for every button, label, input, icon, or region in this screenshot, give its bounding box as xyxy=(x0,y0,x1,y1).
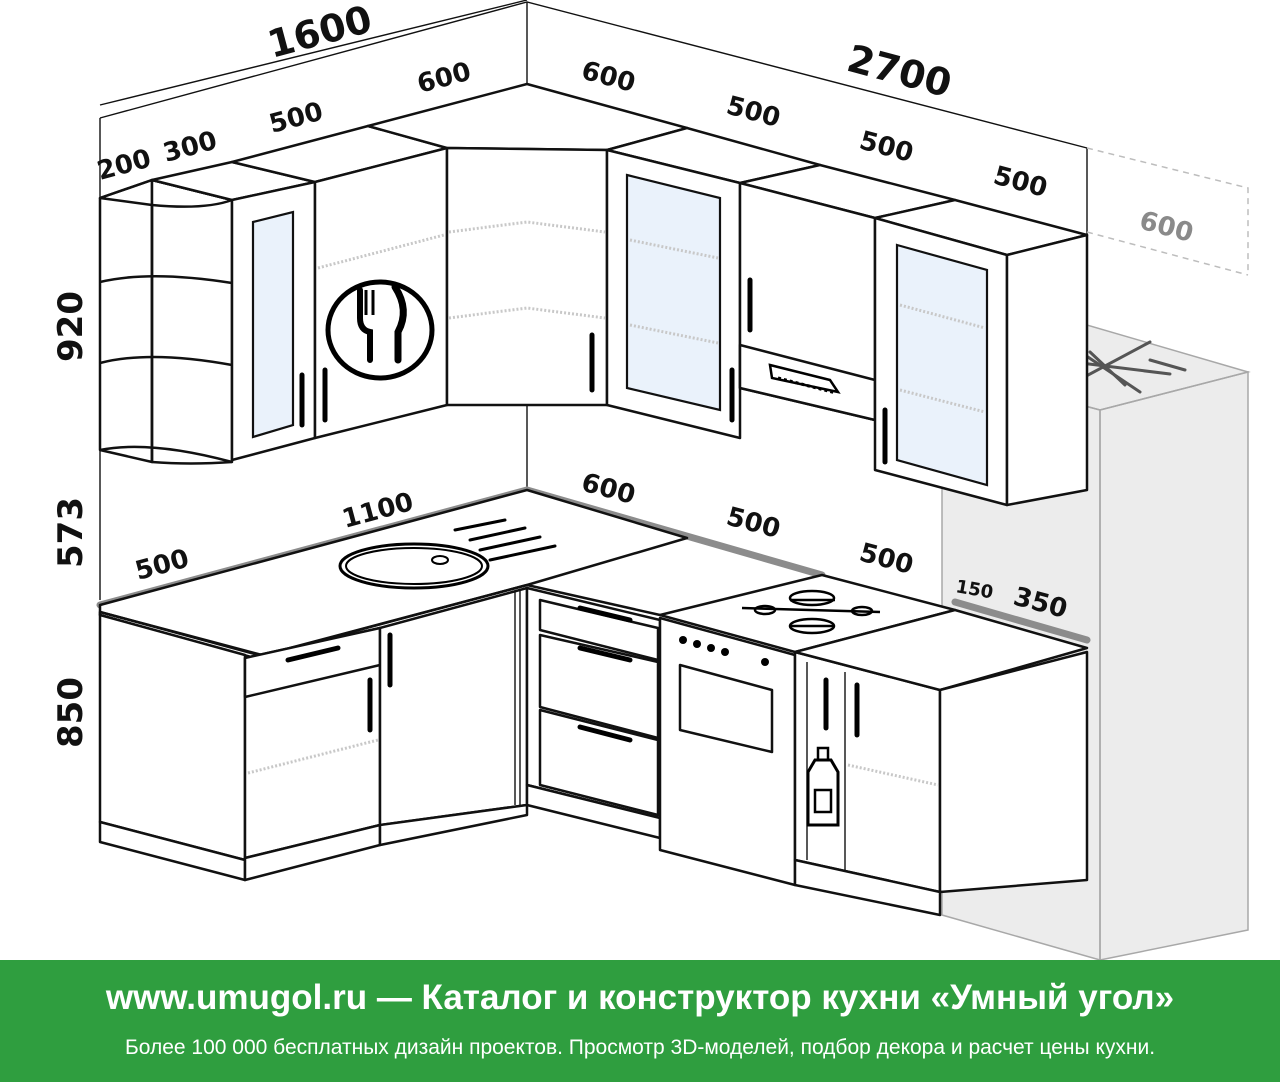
lower-drawer-unit xyxy=(525,586,662,840)
dim-height-gap: 573 xyxy=(51,497,91,568)
upper-glass-cabinet-right xyxy=(605,126,822,440)
open-shelf xyxy=(98,178,234,465)
lower-cabinets xyxy=(98,573,1089,917)
dim-height-upper: 920 xyxy=(51,291,91,362)
lower-cabinet-left xyxy=(243,626,382,882)
dim-fridge-depth: 600 xyxy=(1136,206,1196,249)
stove xyxy=(658,573,957,887)
dim-upper-total-left: 1600 xyxy=(263,0,377,67)
upper-glass-cabinet-left xyxy=(150,160,317,462)
footer-banner: www.umugol.ru — Каталог и конструктор ку… xyxy=(0,960,1280,1082)
upper-hood-cabinet xyxy=(738,163,957,422)
banner-subtitle: Более 100 000 бесплатных дизайн проектов… xyxy=(124,1036,1156,1059)
countertop xyxy=(96,486,1091,662)
dim-upper-left-cabinet: 500 xyxy=(266,97,326,140)
dim-upper-right-end: 500 xyxy=(990,161,1050,204)
upper-cabinet-plate xyxy=(230,124,449,440)
dim-upper-right-hood: 500 xyxy=(856,126,916,169)
dim-upper-right-glass: 500 xyxy=(723,91,783,134)
fork-knife-plate-icon xyxy=(325,279,435,381)
upper-glass-cabinet-end xyxy=(873,198,1089,507)
lower-corner-cabinet xyxy=(378,586,529,847)
dim-height-lower: 850 xyxy=(51,677,91,748)
upper-corner-cabinet xyxy=(366,82,689,407)
dim-upper-corner-right: 600 xyxy=(578,56,638,99)
burners xyxy=(741,589,881,635)
kitchen-diagram: 1600 2700 200 300 500 600 600 500 500 50… xyxy=(51,0,1251,960)
bottle-icon xyxy=(806,746,840,827)
dim-upper-total-right: 2700 xyxy=(843,36,957,106)
lower-bottle-cabinet xyxy=(793,608,1089,917)
banner-title[interactable]: www.umugol.ru — Каталог и конструктор ку… xyxy=(105,978,1175,1017)
dim-counter-right: 500 xyxy=(856,538,916,581)
dim-upper-left-shelf: 200 xyxy=(94,144,154,187)
dim-counter-stove: 500 xyxy=(723,502,783,545)
dim-upper-corner-left: 600 xyxy=(414,57,474,100)
dim-upper-left-glass: 300 xyxy=(160,126,220,169)
sink xyxy=(338,518,557,590)
upper-cabinets xyxy=(98,82,1089,507)
